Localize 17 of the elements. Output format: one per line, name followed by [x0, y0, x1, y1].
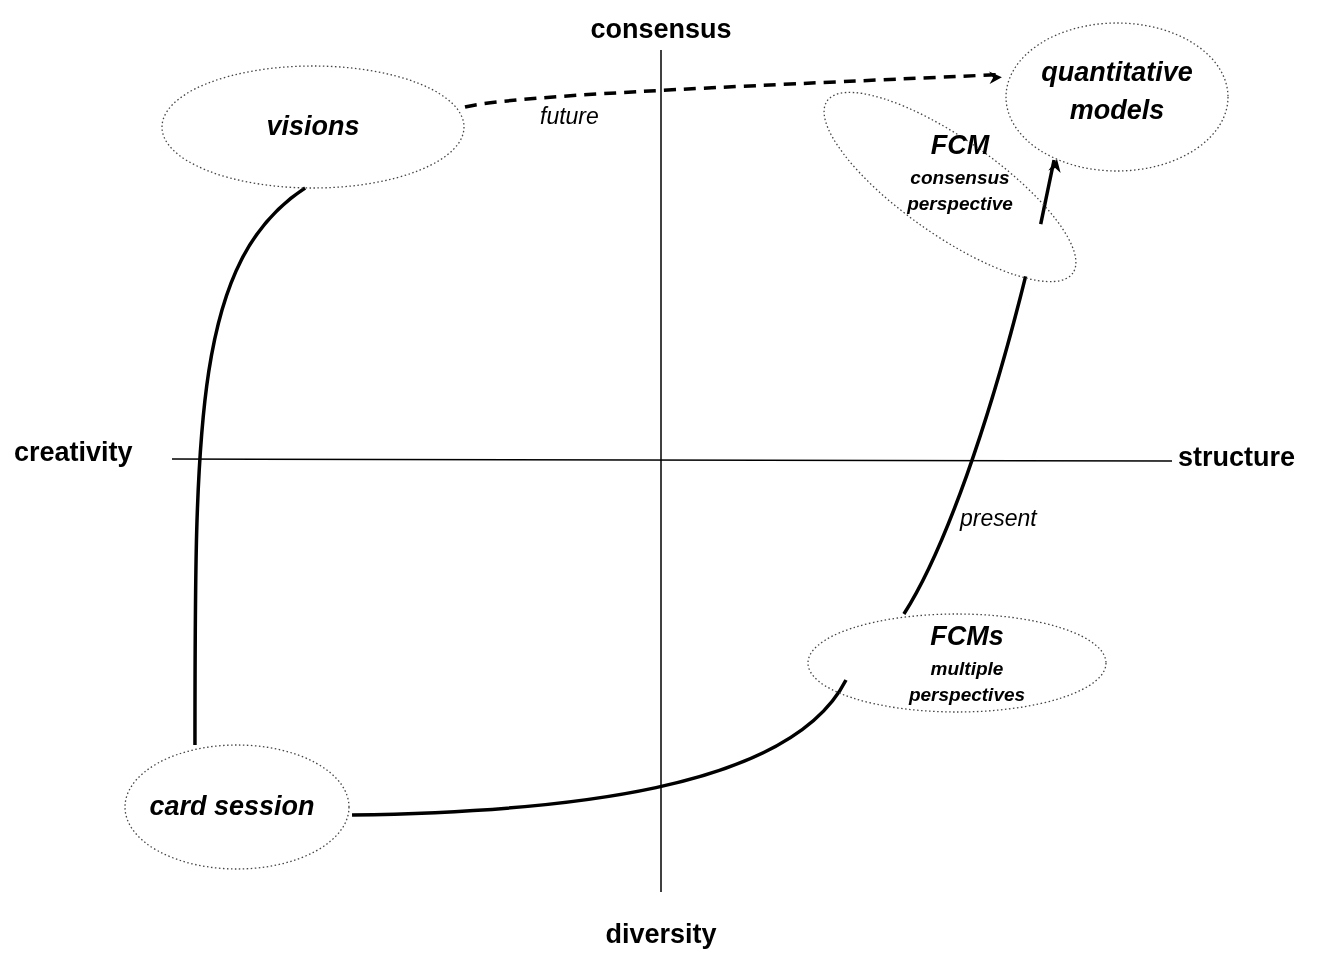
- node-title: visions: [266, 110, 360, 144]
- node-title: card session: [149, 790, 315, 824]
- ellipse-node: [807, 613, 1107, 713]
- axis-label: creativity: [14, 437, 133, 468]
- axis-label: consensus: [590, 14, 732, 45]
- node-title: FCMs: [930, 620, 1004, 654]
- node-subtitle: consensus perspective: [906, 166, 1014, 216]
- node-title: quantitative models: [1040, 56, 1194, 127]
- axis-label: diversity: [605, 919, 717, 950]
- connector-arrow: [1039, 159, 1061, 225]
- ellipse-node: [161, 65, 465, 189]
- ellipse-node: [124, 744, 350, 870]
- connector-arrow: [464, 71, 1002, 109]
- node-title: FCM: [930, 129, 990, 163]
- axis-label: structure: [1178, 442, 1296, 473]
- node-subtitle: multiple perspectives: [907, 657, 1027, 707]
- ellipse-node: [1005, 22, 1229, 172]
